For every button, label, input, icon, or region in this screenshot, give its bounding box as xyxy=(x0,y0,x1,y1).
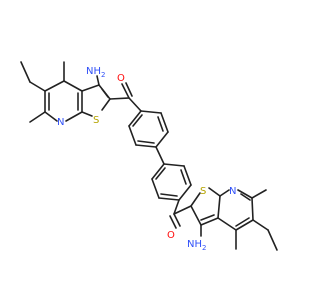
amine-group-top: NH2 xyxy=(86,66,105,79)
amine-subscript-bottom: 2 xyxy=(202,244,206,252)
thiophene-sulfur-top: S xyxy=(93,115,99,126)
amine-label-bottom: NH xyxy=(187,239,202,250)
thiophene-sulfur-bottom: S xyxy=(200,186,206,197)
pyridine-nitrogen-bottom: N xyxy=(229,186,236,197)
amine-group-bottom: NH2 xyxy=(187,239,206,252)
amine-subscript-top: 2 xyxy=(101,71,105,79)
carbonyl-oxygen-top: O xyxy=(117,73,125,84)
carbonyl-oxygen-bottom: O xyxy=(167,230,175,241)
molecule-structure: NH2 O S N S N O NH2 xyxy=(20,61,278,252)
svg-text:NH2: NH2 xyxy=(86,66,105,79)
pyridine-nitrogen-top: N xyxy=(57,117,64,128)
bond-lines xyxy=(20,61,278,251)
svg-text:NH2: NH2 xyxy=(187,239,206,252)
amine-label-top: NH xyxy=(86,66,101,77)
